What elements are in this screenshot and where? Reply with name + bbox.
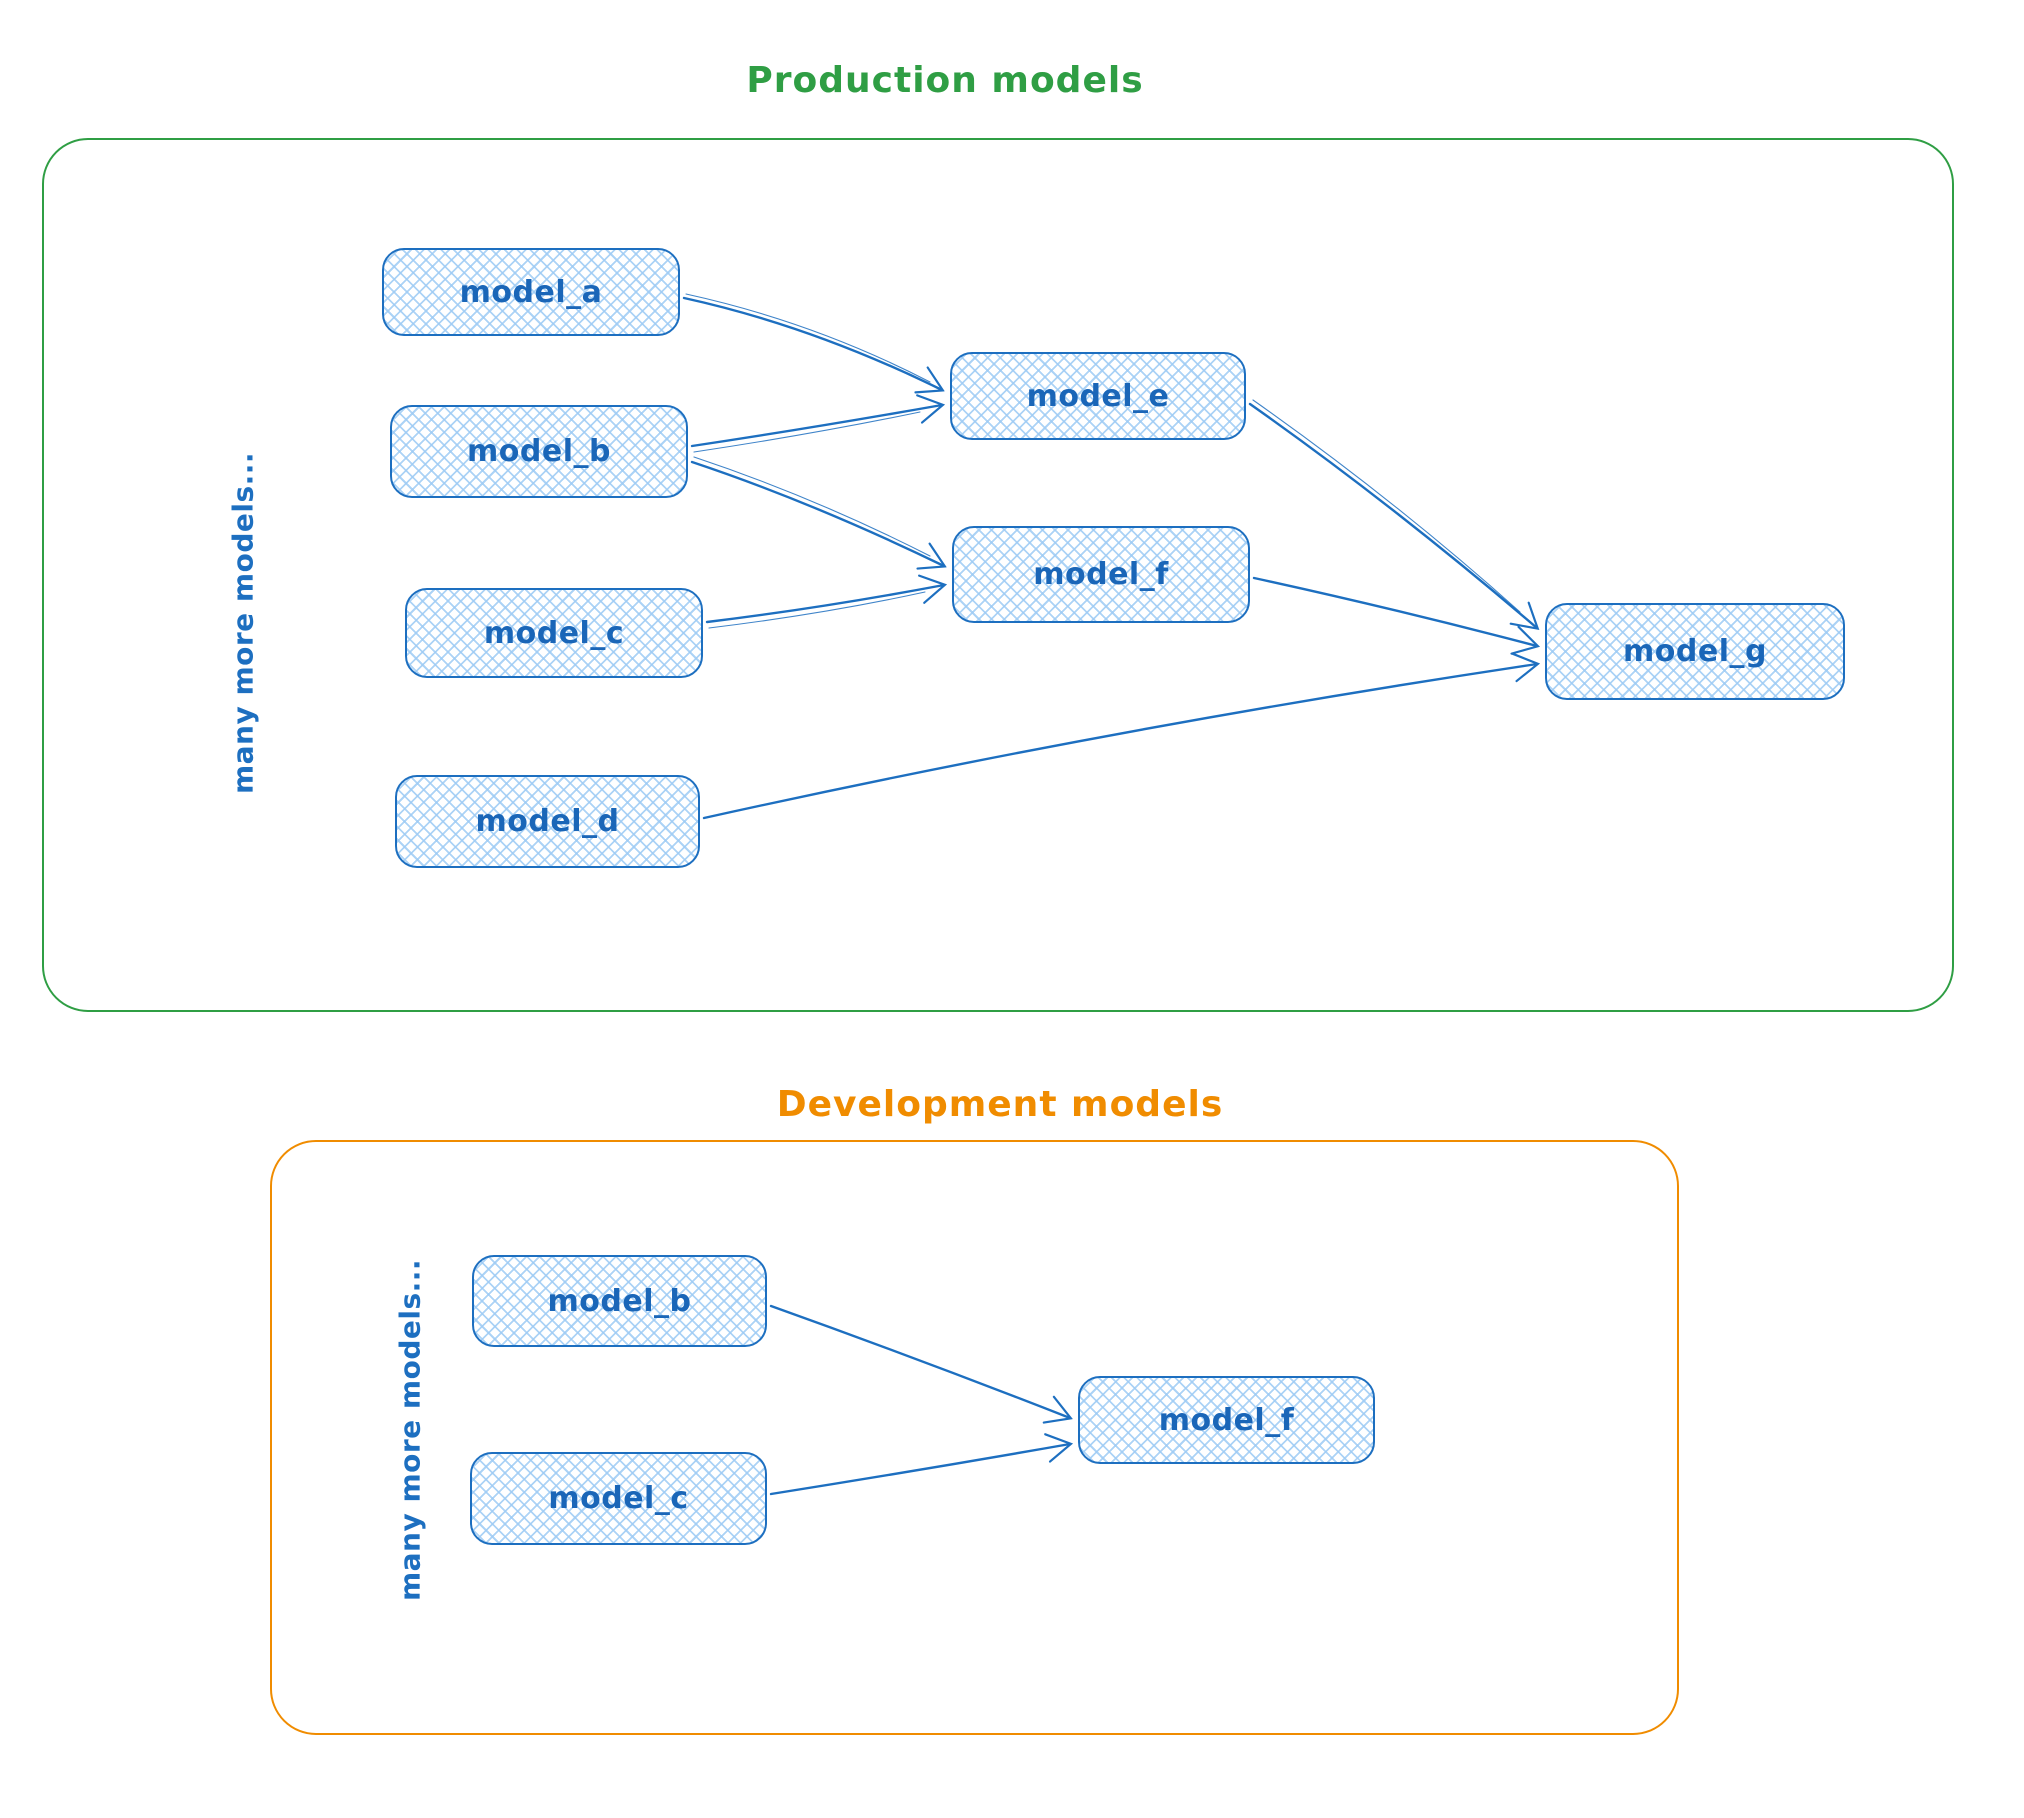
production-section-frame (42, 138, 1954, 1012)
node-production-model-a: model_a (382, 248, 680, 336)
node-production-model-g: model_g (1545, 603, 1845, 700)
node-label-model-g: model_g (1623, 634, 1767, 669)
node-label-model-e: model_e (1026, 378, 1170, 414)
node-label-model-a: model_a (459, 274, 603, 310)
node-label-model-c: model_c (483, 615, 625, 651)
node-label-dev-model-b: model_b (547, 1283, 692, 1319)
node-production-model-d: model_d (395, 775, 700, 868)
development-section-title: Development models (776, 1084, 1224, 1125)
production-side-label: many more models... (226, 451, 260, 795)
node-label-model-b: model_b (467, 434, 611, 469)
node-development-model-f: model_f (1078, 1376, 1375, 1464)
node-label-model-d: model_d (475, 804, 620, 839)
development-side-label: many more models... (393, 1258, 427, 1602)
node-development-model-b: model_b (472, 1255, 767, 1347)
node-label-dev-model-c: model_c (548, 1481, 689, 1516)
development-section-frame (270, 1140, 1679, 1735)
node-label-dev-model-f: model_f (1158, 1402, 1295, 1438)
node-production-model-b: model_b (390, 405, 688, 498)
node-development-model-c: model_c (470, 1452, 767, 1545)
node-label-model-f: model_f (1033, 557, 1169, 592)
node-production-model-e: model_e (950, 352, 1246, 440)
node-production-model-c: model_c (405, 588, 703, 678)
production-section-title: Production models (746, 60, 1144, 101)
node-production-model-f: model_f (952, 526, 1250, 623)
